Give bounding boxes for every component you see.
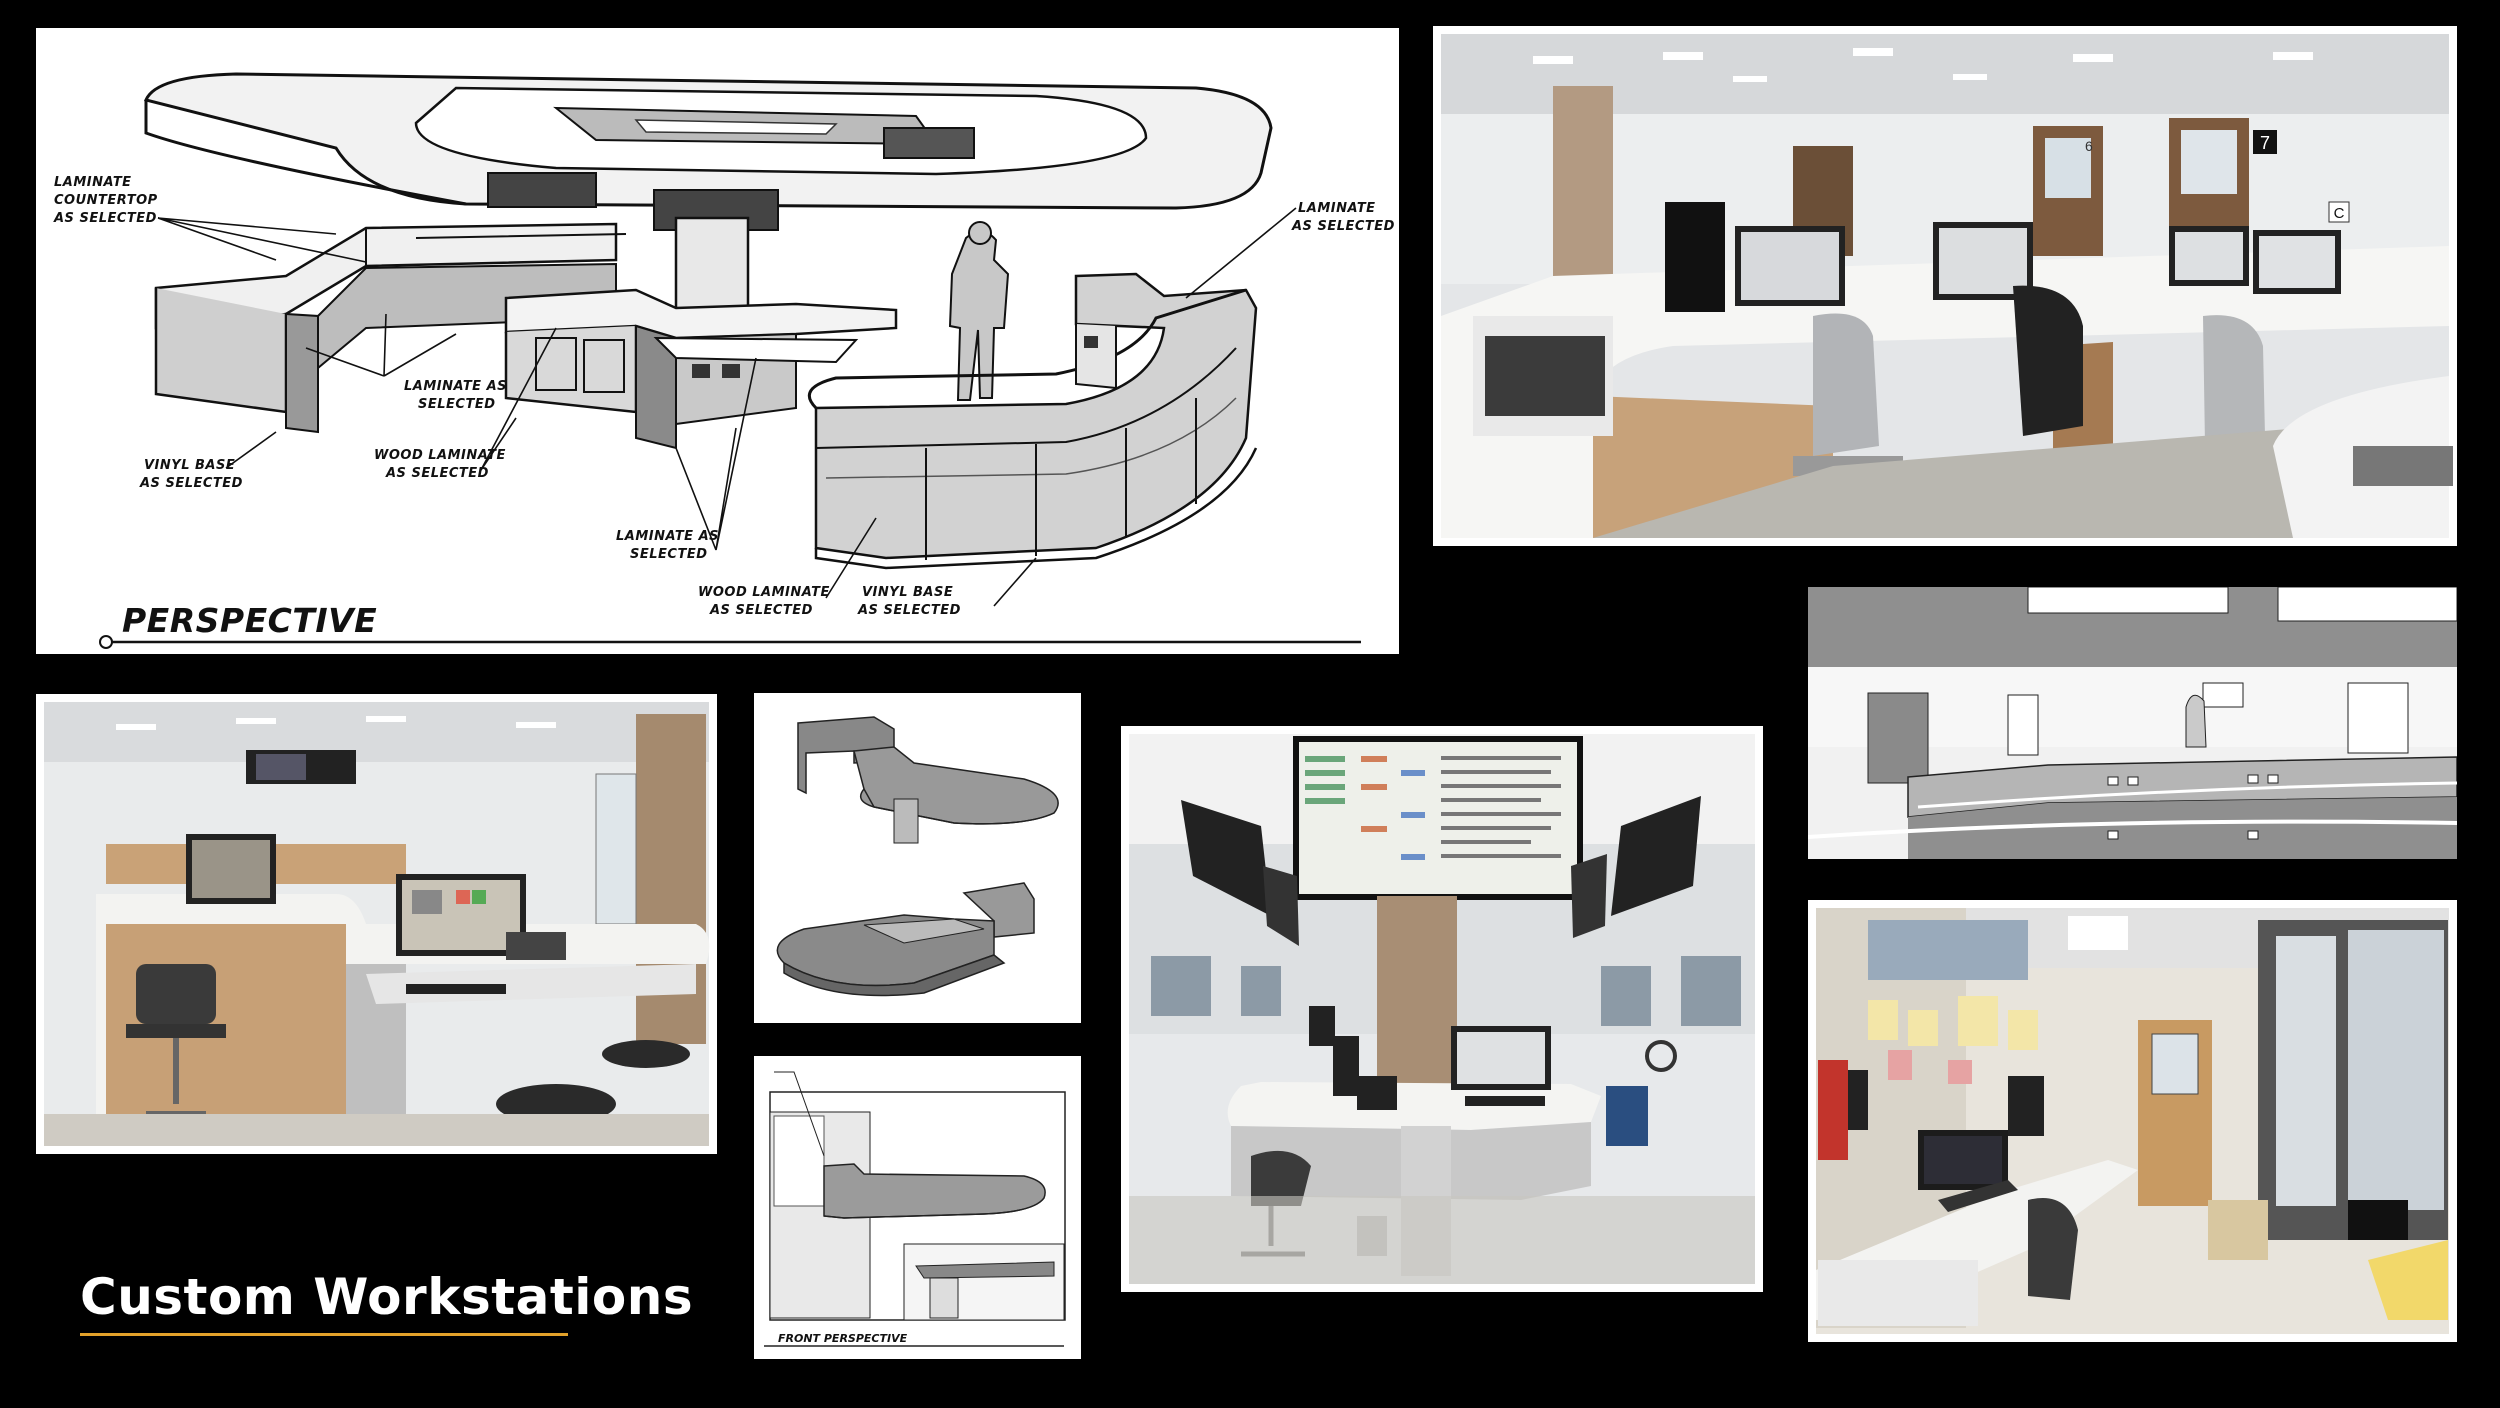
photo-nurse-station-desks: 7 6 C <box>1433 26 2457 546</box>
door-number: 6 <box>2085 138 2093 154</box>
photo-narrow-office <box>1808 900 2457 1342</box>
render-station-view <box>1808 587 2457 859</box>
detail-drawing-panel: FRONT PERSPECTIVE <box>754 1056 1081 1359</box>
photo-column-workstation <box>1121 726 1763 1292</box>
photo-wood-workstation <box>36 694 717 1154</box>
room-number-sticker: 7 <box>2260 133 2270 153</box>
title-underline <box>80 1333 568 1336</box>
detail-view-label: FRONT PERSPECTIVE <box>778 1332 908 1345</box>
render-desk-models <box>754 693 1081 1023</box>
station-letter-sign: C <box>2334 205 2345 222</box>
perspective-view-label: PERSPECTIVE <box>122 601 377 640</box>
page-title: Custom Workstations <box>80 1268 694 1326</box>
